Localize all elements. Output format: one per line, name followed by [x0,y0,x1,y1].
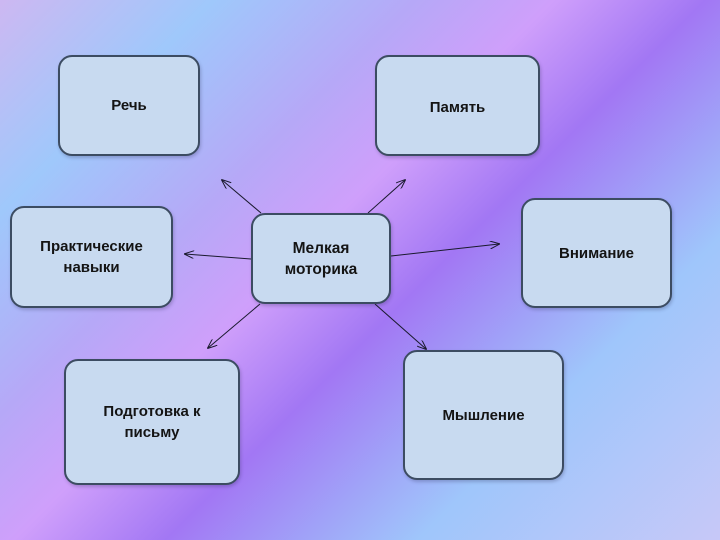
node-writing-preparation: Подготовка к письму [64,359,240,485]
node-memory-label: Память [429,99,486,116]
arrow-to-thinking [374,303,426,349]
arrow-to-writing [208,303,261,348]
arrow-to-attention [390,244,499,257]
node-attention: Внимание [521,198,672,308]
node-thinking-label: Мышление [442,406,525,424]
arrow-to-speech [222,180,262,214]
node-practical-skills-label: Практические навыки [40,238,143,276]
node-memory: Память [375,55,540,156]
node-speech: Речь [58,55,200,156]
node-fine-motor-skills-label: Мелкая моторика [284,239,358,278]
node-speech-label: Речь [111,97,147,114]
node-thinking: Мышление [403,350,564,480]
node-writing-preparation-label: Подготовка к письму [103,403,201,441]
arrow-to-skills [185,254,252,260]
node-practical-skills: Практические навыки [10,206,173,308]
arrow-to-memory [367,180,405,214]
node-fine-motor-skills: Мелкая моторика [251,213,391,304]
node-attention-label: Внимание [559,244,634,262]
